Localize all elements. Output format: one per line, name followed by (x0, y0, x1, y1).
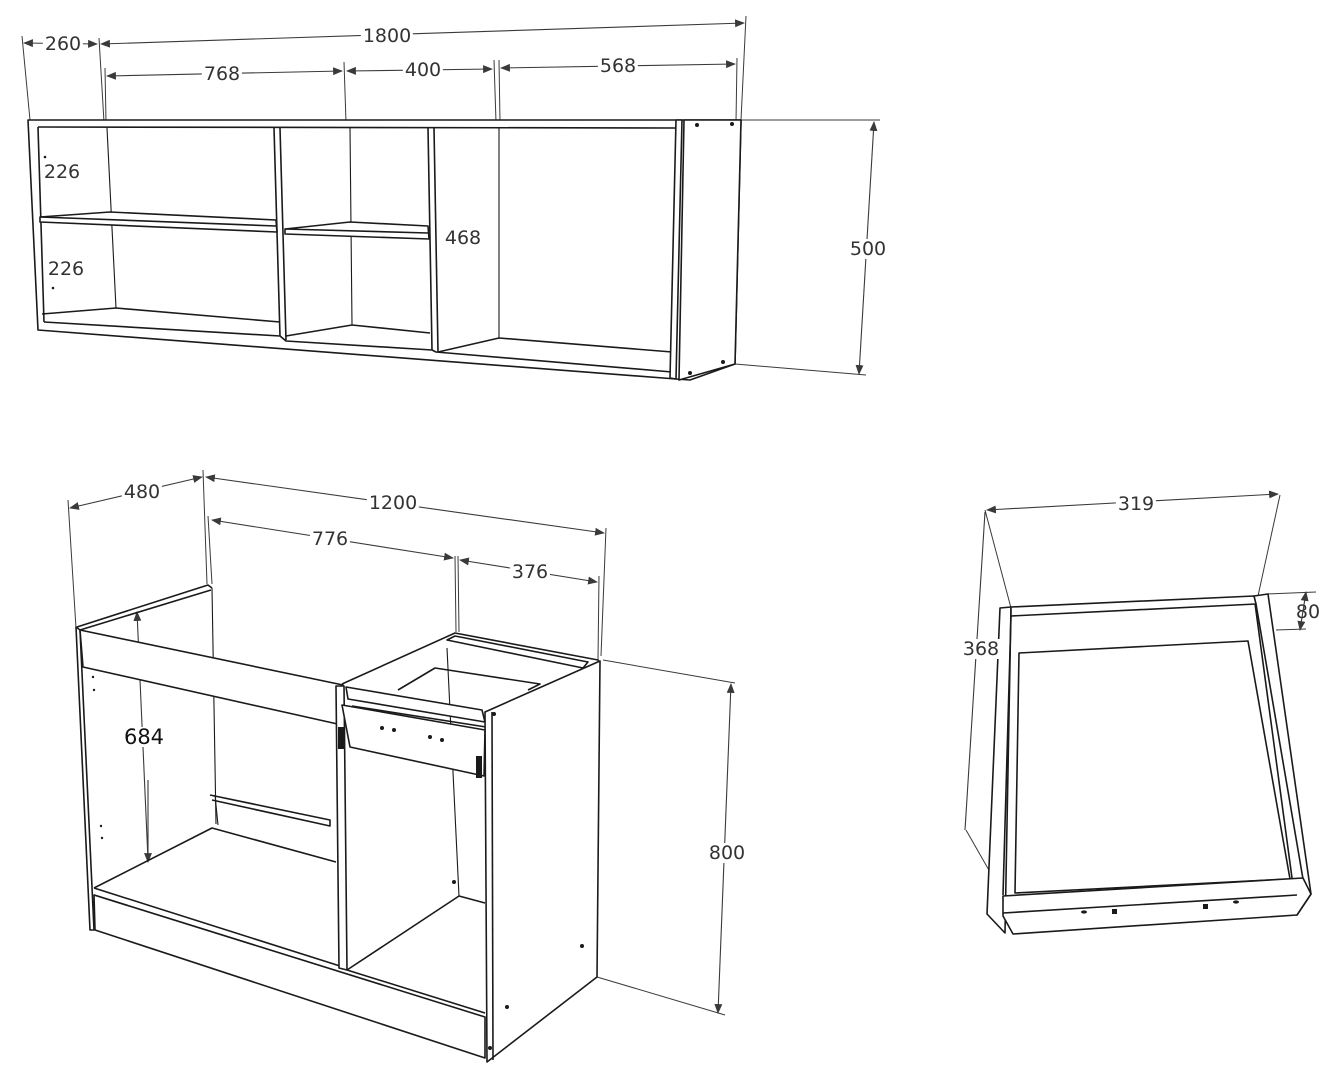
base-cabinet-unit (67, 469, 736, 1063)
drawer-front-installed (341, 704, 486, 777)
wall-shelf-end-panel (678, 119, 742, 381)
drawer-bottom (1014, 640, 1291, 894)
wall-shelf-extension-lines (21, 15, 880, 376)
dim-label-drawer-width: 319 (1115, 493, 1157, 515)
dim-label-base-inner-height: 684 (121, 725, 167, 749)
dim-label-base-overall-width: 1200 (366, 492, 420, 514)
dim-label-wall-side-depth: 260 (42, 33, 84, 55)
dim-label-wall-overall-height: 500 (847, 238, 889, 260)
drawer-unit (964, 490, 1317, 935)
dim-label-drawer-height: 80 (1295, 601, 1321, 623)
wall-shelf-unit (21, 15, 880, 381)
dim-label-base-overall-height: 800 (706, 842, 748, 864)
drawer-runner-right (476, 756, 482, 778)
dim-label-wall-shelf-upper: 226 (41, 161, 83, 183)
drawer-front (1002, 877, 1312, 935)
dim-label-base-right-opening: 376 (509, 561, 551, 583)
dim-label-wall-shelf-lower: 226 (45, 258, 87, 280)
dim-label-drawer-depth: 368 (960, 638, 1002, 660)
base-cabinet-left-side (75, 626, 95, 931)
dim-label-wall-inner-height: 468 (442, 227, 484, 249)
dim-label-wall-compartment-2: 400 (402, 59, 444, 81)
dim-label-wall-compartment-3: 568 (597, 55, 639, 77)
base-cabinet-right-side (484, 660, 601, 1063)
wall-shelf-right-side (669, 119, 683, 380)
dim-label-wall-compartment-1: 768 (201, 63, 243, 85)
drawer-back (1010, 595, 1257, 617)
dim-label-base-left-opening: 776 (309, 528, 351, 550)
base-cabinet-plinth (93, 894, 486, 1059)
base-cabinet-front-rail (79, 629, 344, 726)
dim-label-wall-overall-width: 1800 (360, 25, 414, 47)
wall-shelf-carcass (27, 119, 742, 381)
drawer-runner-left (338, 727, 344, 749)
dim-label-base-depth: 480 (121, 481, 163, 503)
base-cabinet-top-rail-back (446, 635, 589, 669)
